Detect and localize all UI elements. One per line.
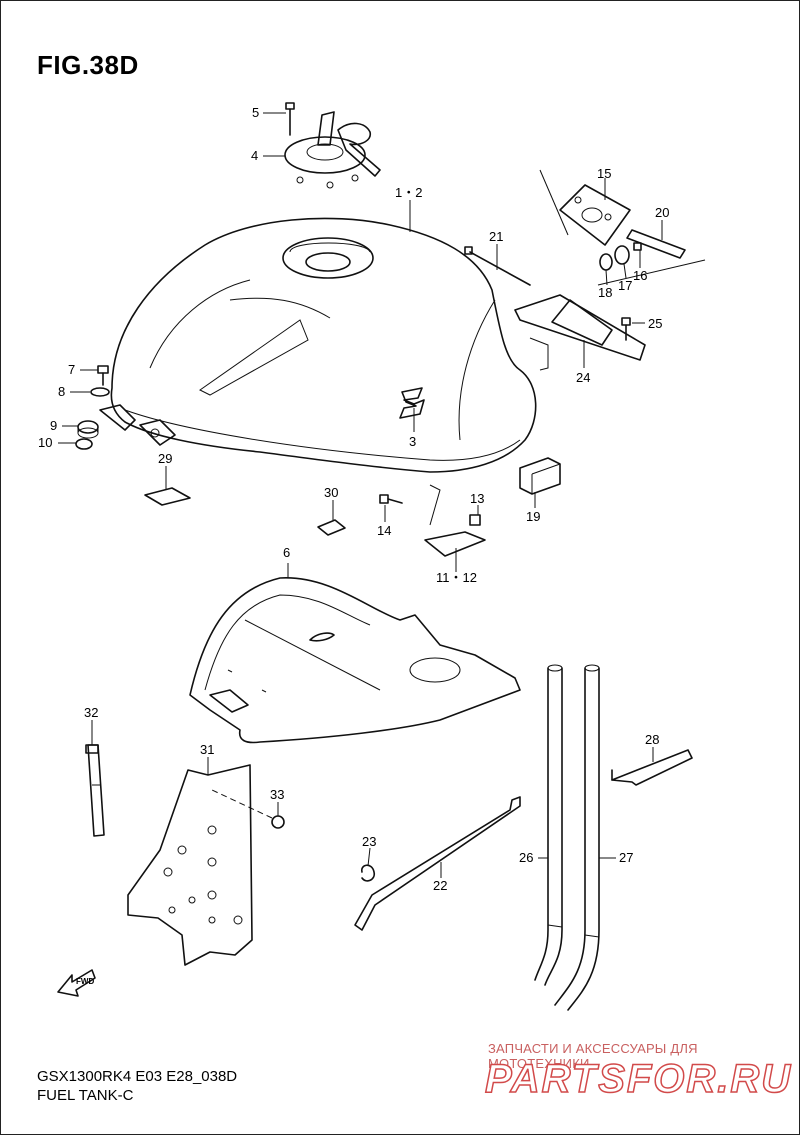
callout-27: 27 [619, 850, 633, 865]
callout-23: 23 [362, 834, 376, 849]
callout-33: 33 [270, 787, 284, 802]
callout-6: 6 [283, 545, 290, 560]
callout-16: 16 [633, 268, 647, 283]
fuel-cap[interactable] [284, 111, 381, 189]
section-name: FUEL TANK-C [37, 1087, 134, 1104]
hose-26[interactable] [534, 664, 563, 986]
callout-20: 20 [655, 205, 669, 220]
fuel-tank[interactable] [99, 217, 537, 473]
callout-18: 18 [598, 285, 612, 300]
callout-3: 3 [409, 434, 416, 449]
bolt-7[interactable] [97, 365, 109, 386]
clamp-23[interactable] [361, 864, 376, 882]
plate-31[interactable] [127, 764, 253, 966]
hinge-detail-callout [539, 169, 706, 286]
callout-22: 22 [433, 878, 447, 893]
fwd-arrow-icon: FWD [57, 969, 96, 997]
callout-19: 19 [526, 509, 540, 524]
callout-29: 29 [158, 451, 172, 466]
callout-5: 5 [252, 105, 259, 120]
washer-18[interactable] [599, 253, 613, 271]
callout-11-12: 11・12 [436, 570, 477, 585]
bolt-25[interactable] [621, 317, 631, 341]
callout-28: 28 [645, 732, 659, 747]
pin-20[interactable] [626, 229, 686, 259]
bushing-17[interactable] [614, 245, 630, 265]
callout-17: 17 [618, 278, 632, 293]
hinge-bracket-24[interactable] [514, 294, 646, 371]
callout-26: 26 [519, 850, 533, 865]
bolt-14[interactable] [379, 494, 403, 504]
callout-21: 21 [489, 229, 503, 244]
hinge-15[interactable] [559, 184, 631, 246]
callout-8: 8 [58, 384, 65, 399]
watermark-caption: ЗАПЧАСТИ И АКСЕССУАРЫ ДЛЯ МОТОТЕХНИКИ [488, 1041, 698, 1071]
bracket-28[interactable] [611, 749, 693, 786]
callout-14: 14 [377, 523, 391, 538]
watermark-logo: PARTSFOR.RU [484, 1056, 793, 1102]
callout-25: 25 [648, 316, 662, 331]
bolt-16[interactable] [633, 242, 642, 251]
figure-title: FIG.38D [37, 50, 139, 80]
callout-1-2: 1・2 [395, 185, 422, 200]
callout-10: 10 [38, 435, 52, 450]
pad-29[interactable] [144, 487, 191, 506]
callout-9: 9 [50, 418, 57, 433]
callout-15: 15 [597, 166, 611, 181]
callout-32: 32 [84, 705, 98, 720]
nut-13[interactable] [469, 514, 481, 526]
callout-30: 30 [324, 485, 338, 500]
callout-24: 24 [576, 370, 590, 385]
callout-4: 4 [251, 148, 258, 163]
model-code: GSX1300RK4 E03 E28_038D [37, 1068, 238, 1085]
callout-31: 31 [200, 742, 214, 757]
washer-8[interactable] [90, 387, 110, 397]
pad-30[interactable] [317, 519, 346, 536]
callout-13: 13 [470, 491, 484, 506]
suzuki-emblem[interactable] [399, 387, 425, 419]
damper-19[interactable] [519, 457, 561, 495]
cap-screw[interactable] [285, 102, 295, 136]
hose-27[interactable] [554, 664, 600, 1011]
strap-32[interactable] [85, 744, 105, 837]
tank-cover-6[interactable] [189, 577, 521, 744]
callout-labels: 1・2 3 4 5 6 7 8 9 10 11・12 13 14 15 16 1… [38, 105, 669, 893]
bolt-21[interactable] [464, 246, 531, 286]
leader-lines [58, 112, 663, 878]
fwd-badge-text: FWD [76, 977, 94, 986]
collar-10[interactable] [75, 438, 93, 450]
cushion-9[interactable] [77, 420, 99, 439]
callout-7: 7 [68, 362, 75, 377]
prop-rod-22[interactable] [354, 796, 521, 931]
bracket-11-12[interactable] [424, 484, 486, 557]
